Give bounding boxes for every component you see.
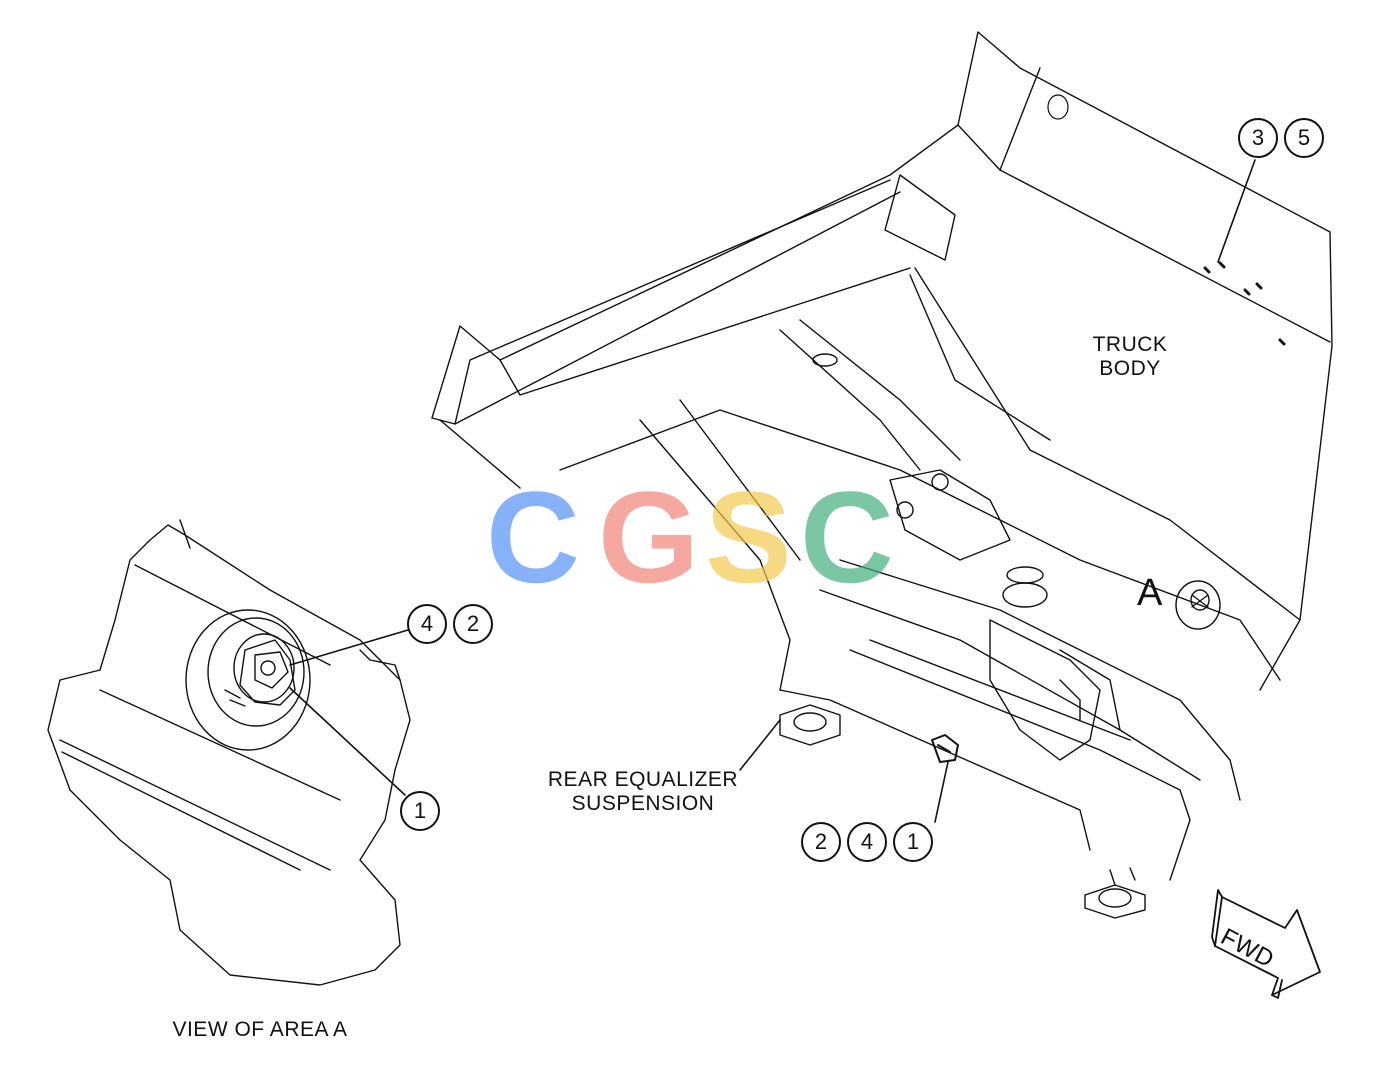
callout-1[interactable]: 1 [400,791,440,831]
truck-body-line1: TRUCK [1092,333,1168,356]
callout-group-bottom-center: 2 4 1 [801,822,933,862]
callout-group-detail-upper: 4 2 [407,604,493,644]
watermark-letter-3: S [705,464,792,610]
truck-body-outline [431,31,1333,691]
area-a-mount [1175,580,1221,630]
rear-suspension-line2: SUSPENSION [571,792,715,815]
callout-4[interactable]: 4 [847,822,887,862]
watermark-letter-2: G [598,464,700,610]
callout-2[interactable]: 2 [801,822,841,862]
truck-body-label: TRUCK BODY [1085,333,1175,381]
frame-rails [559,319,1281,881]
watermark-letter-4: C [800,464,894,610]
callout-4[interactable]: 4 [407,604,447,644]
suspension-pads [779,704,1146,919]
callout-3[interactable]: 3 [1238,118,1278,158]
truck-body-line2: BODY [1099,357,1161,380]
bolt-assembly-center [931,734,959,763]
callout-group-detail-lower: 1 [400,791,440,831]
callout-group-top-right: 3 5 [1238,118,1324,158]
watermark-letter-1: C [486,464,580,610]
callout-1[interactable]: 1 [893,822,933,862]
detail-view-area-a [47,519,411,986]
callout-2[interactable]: 2 [453,604,493,644]
rear-suspension-line1: REAR EQUALIZER [547,768,739,791]
view-of-area-a-label: VIEW OF AREA A [172,1018,348,1041]
area-a-marker: A [1137,572,1163,614]
callout-5[interactable]: 5 [1284,118,1324,158]
fwd-arrow-shape [1211,889,1321,999]
rear-suspension-label: REAR EQUALIZER SUSPENSION [538,768,748,816]
leader-lines [289,159,1256,823]
